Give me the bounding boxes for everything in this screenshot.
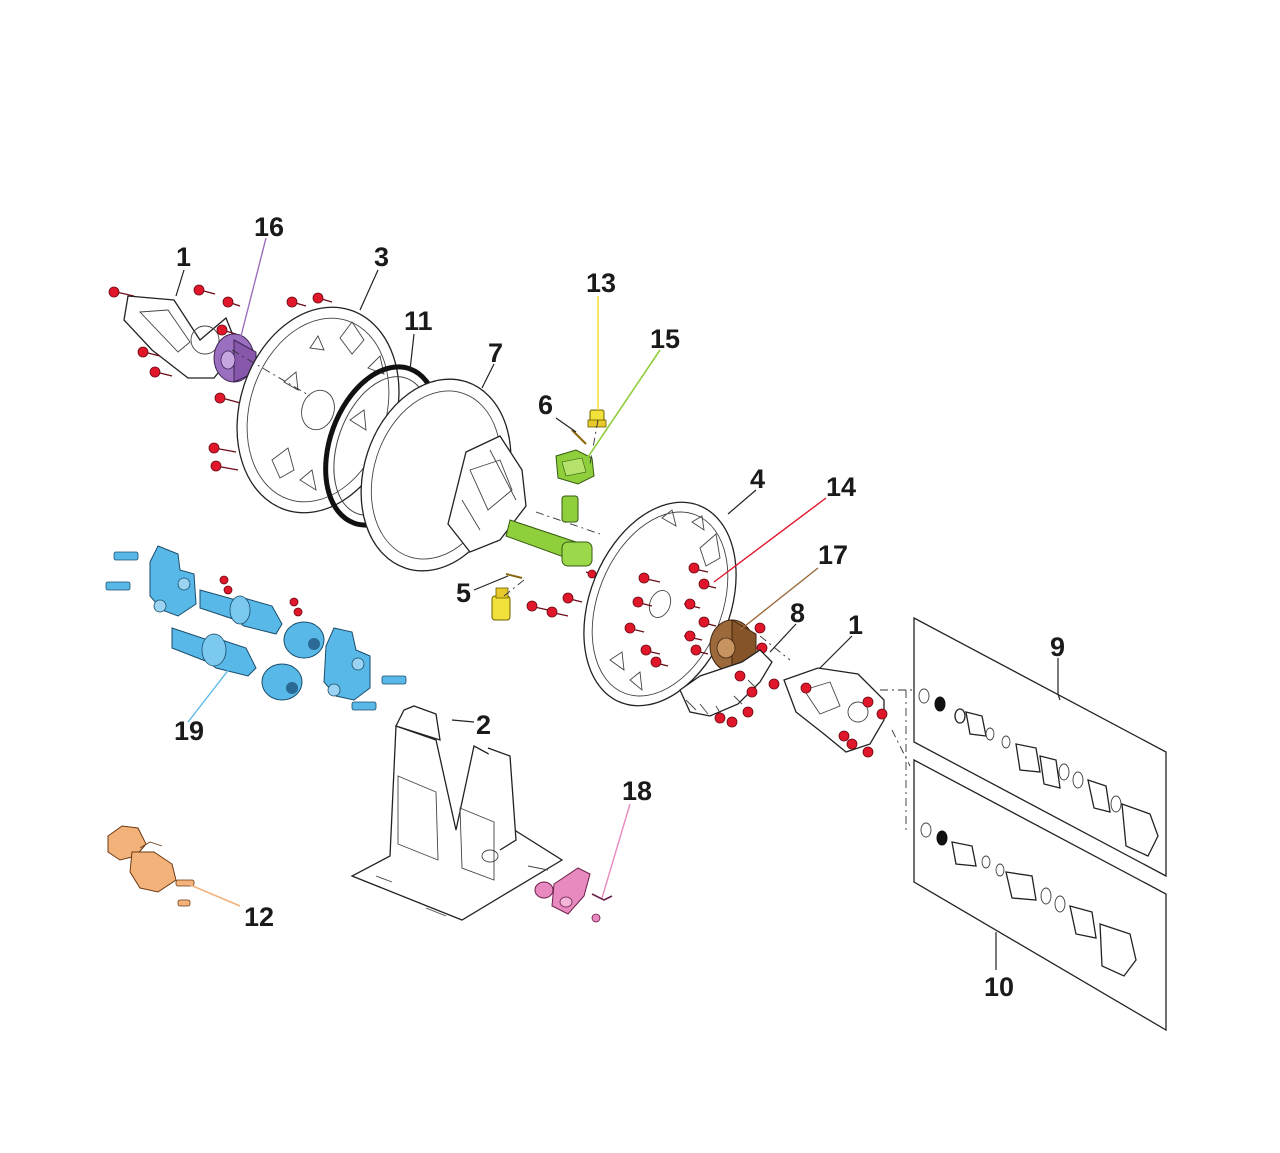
- pawl-part-18: [534, 867, 613, 923]
- callout-9: 9: [1050, 632, 1065, 662]
- axle-assembly-part-19: [105, 545, 407, 711]
- callout-16: 16: [254, 212, 284, 242]
- nut-part-15: [555, 449, 595, 485]
- callout-labels: 1 16 3 11 7 13 15 6 4 14 17 8 1 9 5 19 2…: [174, 212, 1065, 1002]
- callout-4: 4: [750, 464, 765, 494]
- callout-19: 19: [174, 716, 204, 746]
- callout-12: 12: [244, 902, 274, 932]
- ratchet-part-8: [679, 649, 773, 728]
- callout-5: 5: [456, 578, 471, 608]
- swivel-kit-panel-10: [913, 758, 1167, 1032]
- right-flange-bolts: [526, 562, 717, 668]
- callout-3: 3: [374, 242, 389, 272]
- callout-7: 7: [488, 338, 503, 368]
- callout-13: 13: [586, 268, 616, 298]
- main-shaft: [505, 495, 599, 579]
- drum-part-7: [360, 378, 527, 572]
- left-flange-bolts: [208, 292, 333, 472]
- callout-2: 2: [476, 710, 491, 740]
- swivel-kit-10-parts: [920, 822, 1137, 977]
- callout-1-right: 1: [848, 610, 863, 640]
- assembly-center-lines: [231, 349, 914, 830]
- callout-8: 8: [790, 598, 805, 628]
- callout-10: 10: [984, 972, 1014, 1002]
- callout-6: 6: [538, 390, 553, 420]
- callout-15: 15: [650, 324, 680, 354]
- pin-part-6: [571, 429, 587, 445]
- callout-17: 17: [818, 540, 848, 570]
- left-bracket-bolts: [108, 284, 245, 405]
- left-flange-disc: [236, 306, 400, 514]
- callout-14: 14: [826, 472, 856, 502]
- callout-1-left: 1: [176, 242, 191, 272]
- guide-part-12: [107, 825, 195, 907]
- callout-11: 11: [404, 306, 433, 336]
- fitting-part-5: [491, 573, 523, 621]
- swivel-kit-panel-9: [913, 616, 1167, 878]
- right-bracket-part: [768, 667, 888, 758]
- callout-18: 18: [622, 776, 652, 806]
- swivel-kit-9-parts: [918, 688, 1159, 857]
- callout-leaders: [175, 237, 1061, 970]
- base-frame-part-2: [350, 705, 564, 921]
